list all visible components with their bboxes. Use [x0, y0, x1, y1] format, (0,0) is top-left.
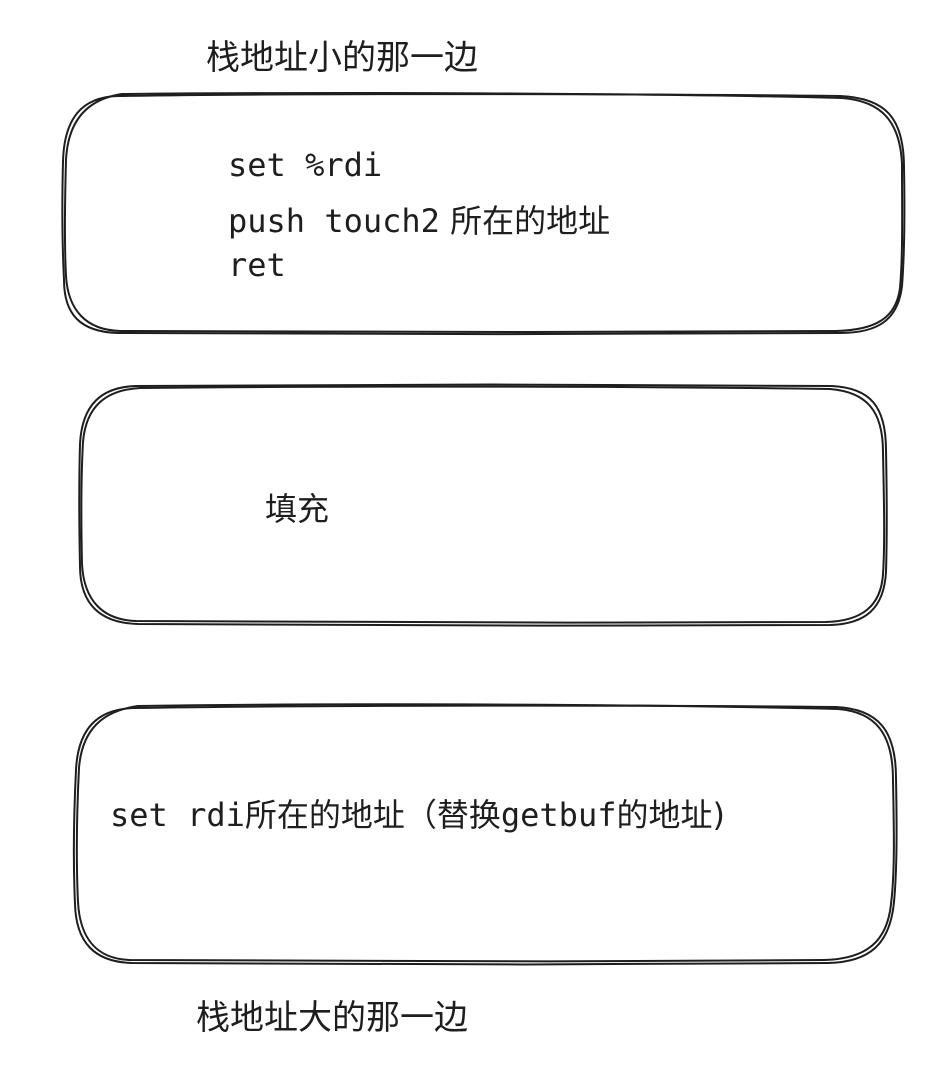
- return-address-text-1: 所在的地址（替换: [244, 796, 501, 834]
- return-address-line: set rdi所在的地址（替换getbuf的地址): [110, 790, 725, 836]
- stack-box-middle: [78, 383, 888, 627]
- stack-low-address-label: 栈地址小的那一边: [206, 38, 478, 78]
- instruction-line-3: ret: [228, 246, 286, 284]
- instruction-comment: 所在的地址: [439, 202, 611, 240]
- instruction-code: push touch2: [228, 202, 440, 240]
- instruction-line-1: set %rdi: [228, 146, 382, 184]
- stack-box-bottom: [72, 703, 898, 966]
- return-address-text-2: 的地址): [616, 796, 725, 834]
- return-address-code-2: getbuf: [500, 796, 617, 834]
- instruction-line-2: push touch2 所在的地址: [228, 196, 610, 242]
- stack-high-address-label: 栈地址大的那一边: [196, 998, 468, 1038]
- stack-box-top: [61, 92, 906, 336]
- padding-label: 填充: [265, 490, 330, 528]
- return-address-code-1: set rdi: [110, 796, 245, 834]
- instruction-code: set %rdi: [228, 146, 383, 184]
- instruction-code: ret: [228, 246, 286, 284]
